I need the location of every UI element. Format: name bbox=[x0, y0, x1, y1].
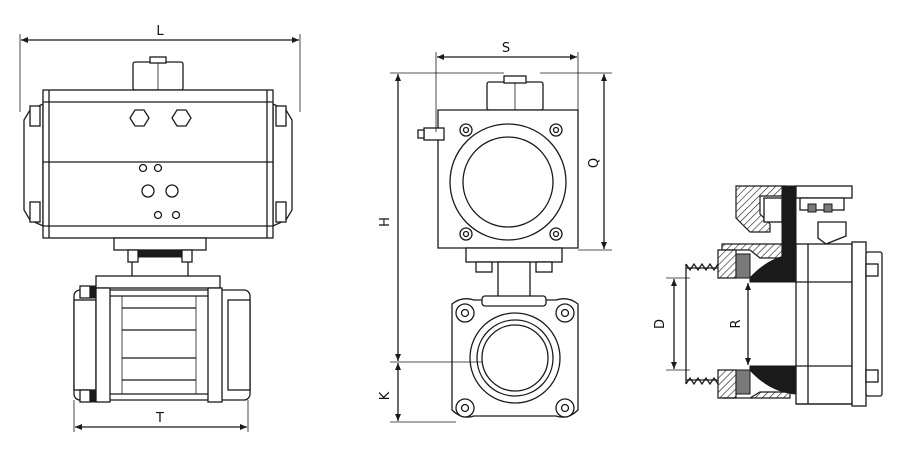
section-view: D R bbox=[653, 185, 883, 407]
port-hole bbox=[141, 184, 155, 198]
mount-hole bbox=[153, 163, 163, 173]
ball-bottom-section bbox=[749, 365, 797, 395]
valve-top-flange bbox=[95, 275, 221, 289]
left-end-connector bbox=[73, 299, 97, 391]
stem-housing bbox=[497, 261, 531, 299]
dimension-label-Q: Q bbox=[587, 158, 602, 168]
air-port-hex bbox=[171, 109, 192, 127]
endcap-bolt bbox=[29, 201, 41, 223]
mount-hole bbox=[138, 163, 148, 173]
end-clamp bbox=[851, 241, 867, 407]
coupling bbox=[137, 249, 183, 258]
left-clamp bbox=[95, 287, 111, 403]
actuator-top-cap bbox=[149, 56, 167, 64]
port-bore bbox=[481, 324, 549, 392]
air-port-hex bbox=[129, 109, 150, 127]
bracket-plate bbox=[795, 185, 853, 199]
mount-hole bbox=[171, 210, 181, 220]
dimension-label-K: K bbox=[378, 391, 393, 400]
section-left-hatch-top bbox=[717, 249, 737, 279]
endcap-bolt bbox=[29, 105, 41, 127]
port-hole bbox=[165, 184, 179, 198]
mounting-bracket bbox=[465, 247, 563, 263]
right-clamp bbox=[207, 287, 223, 403]
mounting-bracket bbox=[113, 237, 207, 251]
actuator-end-cap-inner bbox=[462, 136, 554, 228]
section-left-hatch-bottom bbox=[717, 369, 737, 399]
dimension-label-S: S bbox=[502, 41, 510, 56]
seat-top bbox=[735, 253, 751, 279]
dimension-label-T: T bbox=[155, 411, 164, 426]
body-half bbox=[795, 243, 853, 405]
dimension-label-H: H bbox=[378, 217, 393, 227]
endcap-bolt bbox=[275, 105, 287, 127]
endcap-bolt bbox=[275, 201, 287, 223]
right-end-connector bbox=[227, 299, 251, 391]
dimension-label-L: L bbox=[156, 24, 164, 39]
seat-bottom bbox=[735, 369, 751, 395]
end-connector bbox=[865, 251, 883, 397]
dimension-label-D: D bbox=[653, 319, 668, 329]
side-plug bbox=[423, 127, 445, 141]
dimension-label-R: R bbox=[729, 319, 744, 328]
mount-hole bbox=[153, 210, 163, 220]
front-view: L T bbox=[19, 24, 301, 432]
side-view: S H K Q bbox=[378, 41, 612, 423]
